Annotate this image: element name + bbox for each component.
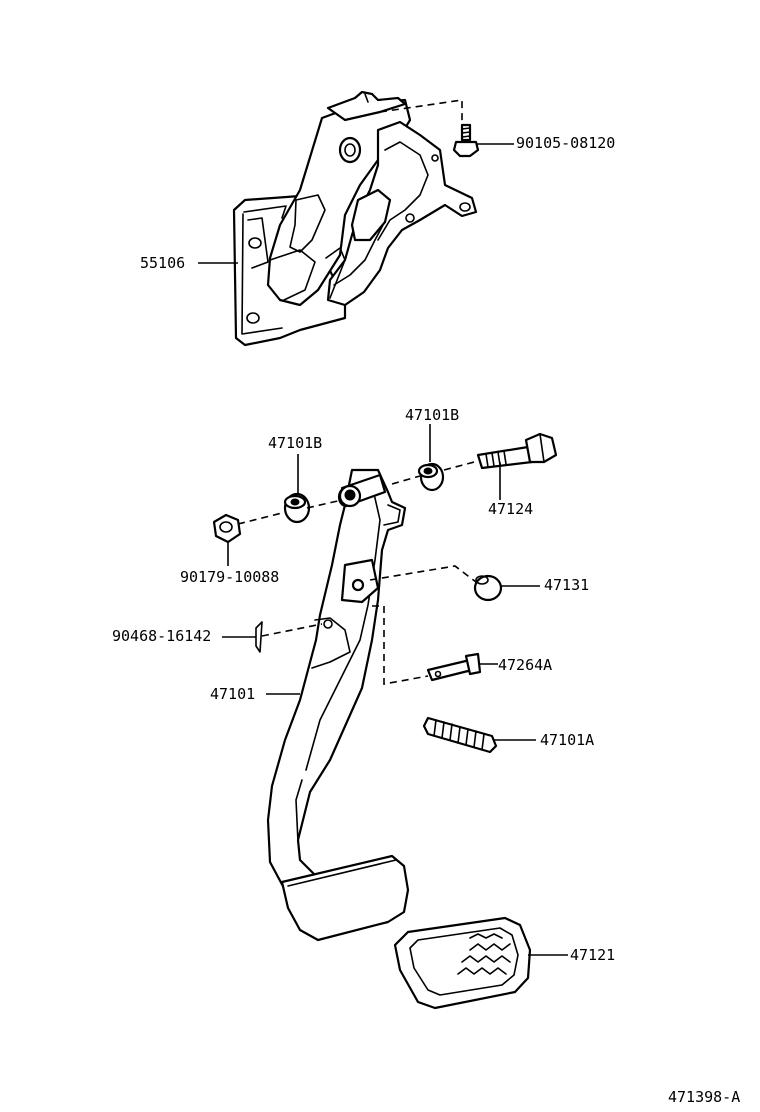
label-47121: 47121 [570, 946, 615, 964]
label-47124: 47124 [488, 500, 533, 518]
return-spring-drawing [422, 716, 498, 754]
leader-lines [198, 143, 568, 956]
figure-code: 471398-A [668, 1088, 740, 1106]
bushing-left-drawing [283, 492, 311, 524]
label-47101: 47101 [210, 685, 255, 703]
label-47131: 47131 [544, 576, 589, 594]
pedal-pad-cover-drawing [393, 916, 532, 1010]
bushing-right-drawing [417, 462, 445, 492]
pedal-bracket-drawing [232, 90, 478, 347]
pivot-bolt-drawing [476, 432, 558, 470]
stopper-cushion-drawing [369, 565, 503, 602]
pivot-axis-line [237, 460, 479, 525]
label-90105-08120: 90105-08120 [516, 134, 615, 152]
clip-drawing [255, 621, 323, 653]
label-90179-10088: 90179-10088 [180, 568, 279, 586]
pedal-arm-drawing [266, 468, 410, 942]
label-47264a: 47264A [498, 656, 552, 674]
clevis-pin-drawing [372, 605, 482, 685]
label-47101a: 47101A [540, 731, 594, 749]
bolt-90105-08120-drawing [379, 99, 480, 158]
label-47101b-right: 47101B [405, 406, 459, 424]
nut-drawing [212, 513, 242, 544]
label-55106: 55106 [140, 254, 185, 272]
label-90468-16142: 90468-16142 [112, 627, 211, 645]
label-47101b-left: 47101B [268, 434, 322, 452]
